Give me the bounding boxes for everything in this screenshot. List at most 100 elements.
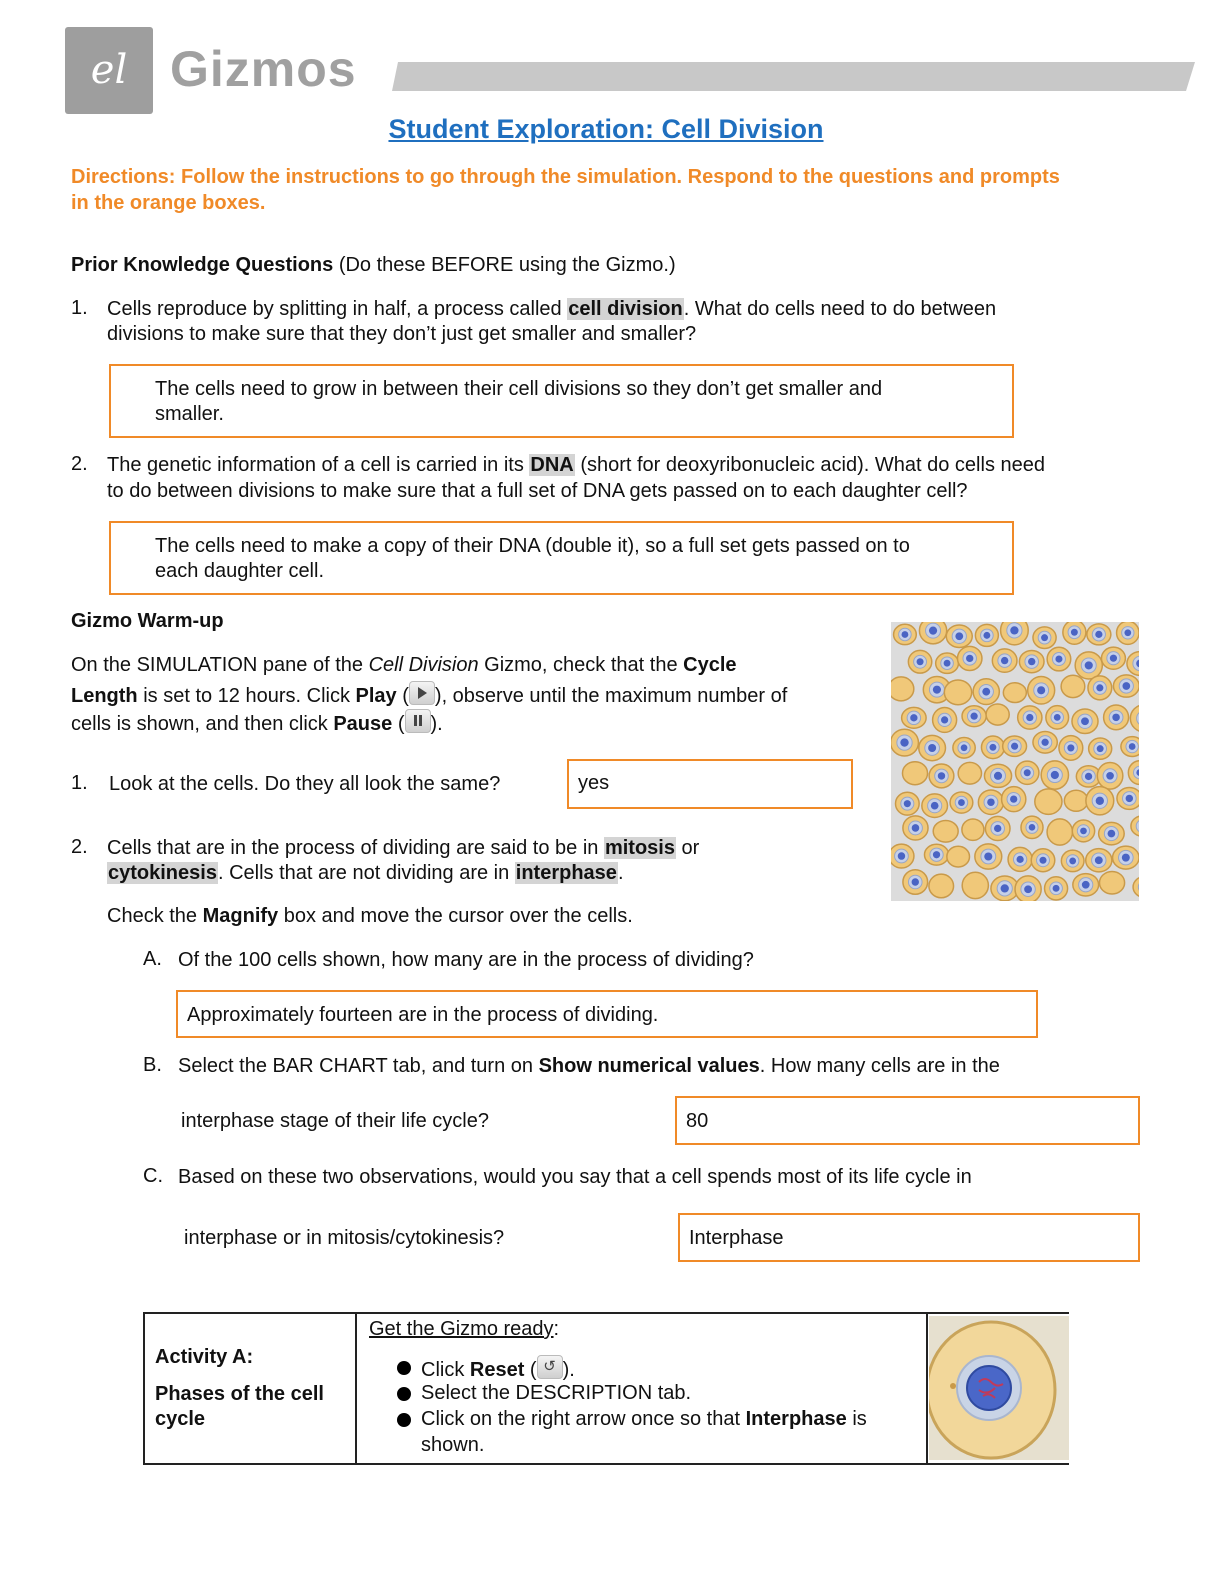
activity-table-divider <box>355 1312 357 1463</box>
activity-subtitle-line2: cycle <box>155 1408 206 1430</box>
bullet-2 <box>397 1387 411 1401</box>
qA-answer-box[interactable] <box>176 990 1038 1038</box>
cell <box>1096 761 1124 790</box>
directions: Directions: Follow the instructions to g… <box>71 166 1060 214</box>
cell <box>945 624 973 649</box>
q2-pre: The genetic information of a cell is car… <box>107 454 530 476</box>
q1-answer-line2: smaller. <box>155 403 224 425</box>
cell <box>1115 622 1139 646</box>
cell <box>980 735 1006 760</box>
q1-post: . What do cells need to do between <box>683 298 997 320</box>
warmup-p3-pause: Pause <box>333 713 393 735</box>
qB-a: Select the BAR CHART tab, and turn on <box>178 1055 539 1077</box>
cell <box>1060 849 1085 873</box>
warmup-q2-c: . Cells that are not dividing are in <box>217 862 515 884</box>
cell <box>923 843 950 866</box>
step3-b: is <box>846 1408 867 1430</box>
cell <box>1032 730 1059 754</box>
gizmo-ready-underlined: Get the Gizmo ready <box>369 1318 554 1340</box>
prior-heading-bold: Prior Knowledge Questions <box>71 254 334 276</box>
cell <box>1112 674 1139 698</box>
cell <box>952 736 976 759</box>
cell <box>961 871 990 900</box>
cell <box>949 791 974 814</box>
cell <box>1032 626 1057 650</box>
warmup-q1-text: Look at the cells. Do they all look the … <box>109 773 501 795</box>
cell <box>977 789 1005 816</box>
cell <box>1111 845 1139 870</box>
activity-step-3-line2: shown. <box>421 1434 485 1456</box>
warmup-heading: Gizmo Warm-up <box>71 610 224 632</box>
cell <box>1087 737 1113 760</box>
activity-subtitle-line1: Phases of the cell <box>155 1383 324 1405</box>
logo-mark: el <box>90 47 128 93</box>
pause-icon[interactable] <box>404 709 431 733</box>
cell <box>1045 704 1070 730</box>
cell <box>1097 821 1125 846</box>
cell <box>1040 760 1070 790</box>
cell <box>1026 675 1056 705</box>
cell <box>974 623 1000 648</box>
cell <box>894 791 920 816</box>
cell <box>907 649 933 674</box>
qC-answer: Interphase <box>689 1227 784 1249</box>
cell <box>985 703 1010 726</box>
q1-term: cell division <box>567 298 684 320</box>
magnify-bold: Magnify <box>202 905 279 927</box>
prior-heading: Prior Knowledge Questions (Do these BEFO… <box>71 253 676 278</box>
warmup-p3-b: ( <box>392 713 405 735</box>
q2-answer-line1: The cells need to make a copy of their D… <box>155 535 910 557</box>
cell <box>934 652 960 675</box>
q1-line2: divisions to make sure that they don’t j… <box>107 323 697 345</box>
cell <box>1014 760 1040 786</box>
cell <box>1120 735 1139 758</box>
cell <box>1018 649 1045 674</box>
step1-bold: Reset <box>469 1359 525 1381</box>
qB-b: . How many cells are in the <box>759 1055 1000 1077</box>
q2-term: DNA <box>529 454 575 476</box>
warmup-para-line3: cells is shown, and then click Pause (). <box>71 709 443 737</box>
warmup-p1-a: On the SIMULATION pane of the <box>71 654 369 676</box>
cell <box>931 706 958 734</box>
q2-answer-box[interactable] <box>109 521 1014 595</box>
warmup-q1-answer: yes <box>578 772 610 794</box>
warmup-p2-b: ( <box>396 685 409 707</box>
cell <box>984 815 1011 842</box>
qB-answer: 80 <box>686 1110 709 1132</box>
reset-icon[interactable]: ↺ <box>536 1355 563 1379</box>
cell <box>990 875 1020 901</box>
qB-line1: Select the BAR CHART tab, and turn on Sh… <box>178 1054 1000 1079</box>
qB-label: B. <box>143 1054 162 1076</box>
warmup-q2-a: Cells that are in the process of dividin… <box>107 837 604 859</box>
cell <box>1020 815 1044 840</box>
warmup-q1-answer-box[interactable] <box>567 759 853 809</box>
interphase-cell-image <box>929 1316 1069 1460</box>
warmup-p3-c: ). <box>430 713 443 735</box>
cell <box>1034 788 1063 816</box>
cell <box>1086 623 1112 646</box>
qA-text: Of the 100 cells shown, how many are in … <box>178 949 754 971</box>
cell <box>1060 674 1086 699</box>
cell <box>961 818 985 842</box>
cytokinesis-term: cytokinesis <box>107 862 218 884</box>
cell <box>972 678 1001 706</box>
cell <box>1130 815 1139 837</box>
q2-line2: to do between divisions to make sure tha… <box>107 480 968 502</box>
warmup-q2-line2: cytokinesis. Cells that are not dividing… <box>107 861 624 886</box>
qC-label: C. <box>143 1165 163 1187</box>
cell <box>1016 705 1043 730</box>
qB-bold: Show numerical values <box>538 1055 760 1077</box>
qC-answer-box[interactable] <box>678 1213 1140 1262</box>
magnify-instruction: Check the Magnify box and move the curso… <box>107 904 633 929</box>
bullet-1 <box>397 1361 411 1375</box>
warmup-p2-c: ), observe until the maximum number of <box>434 685 788 707</box>
cell <box>961 704 987 728</box>
qB-answer-box[interactable] <box>675 1096 1140 1145</box>
play-icon[interactable] <box>408 681 435 705</box>
q1-answer-line1: The cells need to grow in between their … <box>155 378 883 400</box>
cell <box>1007 846 1033 873</box>
gizmos-logo: el <box>65 27 153 114</box>
qC-line1: Based on these two observations, would y… <box>178 1166 972 1188</box>
cell <box>1132 876 1139 897</box>
q1-answer-box[interactable] <box>109 364 1014 438</box>
